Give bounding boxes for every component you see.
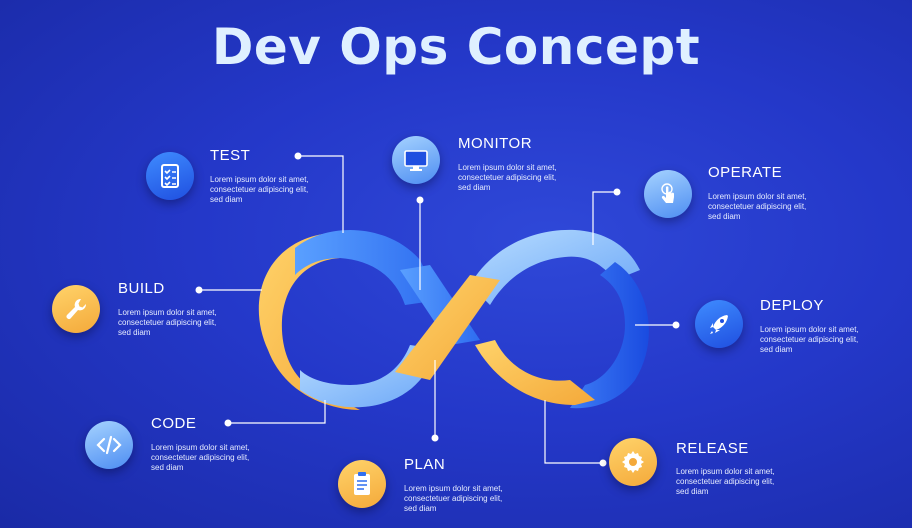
rocket-icon (695, 300, 743, 348)
checklist-icon (146, 152, 194, 200)
stage-description-code: Lorem ipsum dolor sit amet, consectetuer… (151, 443, 250, 472)
left-loop (258, 229, 445, 410)
stage-label-operate: OPERATE (708, 164, 783, 181)
clipboard-icon (338, 460, 386, 508)
stage-description-test: Lorem ipsum dolor sit amet, consectetuer… (210, 175, 309, 204)
stage-label-plan: PLAN (404, 456, 446, 473)
stage-description-deploy: Lorem ipsum dolor sit amet, consectetuer… (760, 325, 859, 354)
stage-description-build: Lorem ipsum dolor sit amet, consectetuer… (118, 308, 217, 337)
stage-description-operate: Lorem ipsum dolor sit amet, consectetuer… (708, 192, 807, 221)
loop-crossing (395, 265, 500, 380)
monitor-icon (392, 136, 440, 184)
stage-label-build: BUILD (118, 280, 165, 297)
stage-description-release: Lorem ipsum dolor sit amet, consectetuer… (676, 467, 775, 496)
touch-hand-icon (644, 170, 692, 218)
connector-dots (195, 152, 680, 467)
stage-description-plan: Lorem ipsum dolor sit amet, consectetuer… (404, 484, 503, 513)
stage-label-release: RELEASE (676, 440, 749, 457)
code-brackets-icon (85, 421, 133, 469)
stage-label-test: TEST (210, 147, 251, 164)
gear-icon (609, 438, 657, 486)
stage-label-code: CODE (151, 415, 197, 432)
connector-lines (199, 155, 676, 464)
right-loop (470, 229, 649, 409)
page-title: Dev Ops Concept (211, 18, 701, 76)
stage-label-monitor: MONITOR (458, 135, 533, 152)
wrench-icon (52, 285, 100, 333)
stage-description-monitor: Lorem ipsum dolor sit amet, consectetuer… (458, 163, 557, 192)
stage-label-deploy: DEPLOY (760, 297, 824, 314)
